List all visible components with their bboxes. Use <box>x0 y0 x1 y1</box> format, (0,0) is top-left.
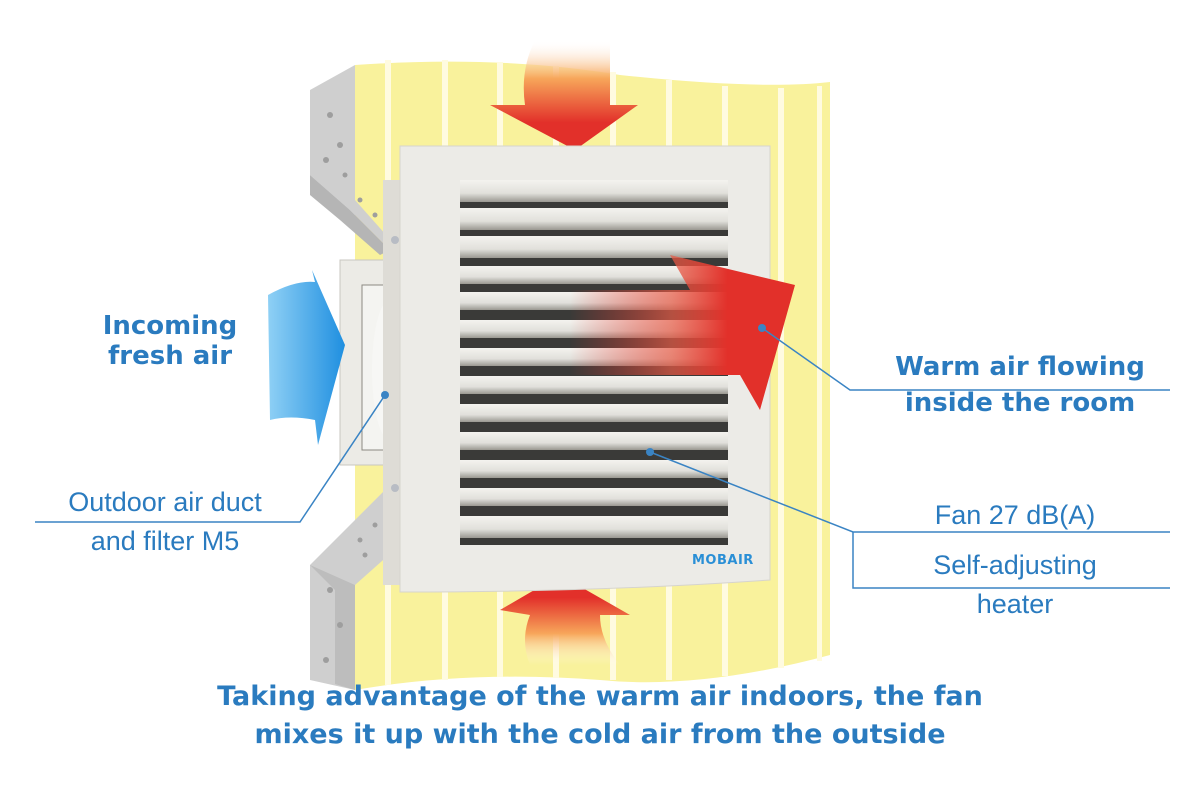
label-fan: Fan 27 dB(A) <box>934 500 1096 530</box>
label-warm-air: Warm air flowing inside the room <box>880 352 1160 419</box>
label-line: and filter M5 <box>90 526 240 557</box>
wall-bracket-bottom <box>310 485 400 690</box>
caption-line: Taking advantage of the warm air indoors… <box>217 681 983 712</box>
label-line: Incoming <box>102 311 238 341</box>
top-warm-arrow <box>490 40 638 150</box>
label-line: Outdoor air duct <box>68 487 262 517</box>
label-line: inside the room <box>904 387 1136 418</box>
bottom-warm-arrow <box>500 575 630 665</box>
caption-line: mixes it up with the cold air from the o… <box>254 718 946 750</box>
brand-logo: MOBAIR <box>692 553 754 568</box>
label-line: Warm air flowing <box>895 352 1145 382</box>
wall-bracket-top <box>310 65 395 255</box>
label-outdoor-air-duct: Outdoor air duct and filter M5 <box>40 487 290 557</box>
label-incoming-fresh-air: Incoming fresh air <box>80 311 260 372</box>
louvers <box>460 180 728 538</box>
label-line: heater <box>976 589 1054 620</box>
leader-lines <box>35 327 1170 589</box>
label-line: Self-adjusting <box>933 550 1097 580</box>
label-line: fresh air <box>107 340 233 371</box>
warm-air-arrow <box>570 255 795 410</box>
fresh-air-arrow <box>268 270 345 445</box>
label-heater: Self-adjusting heater <box>880 550 1150 620</box>
caption: Taking advantage of the warm air indoors… <box>200 678 1000 754</box>
